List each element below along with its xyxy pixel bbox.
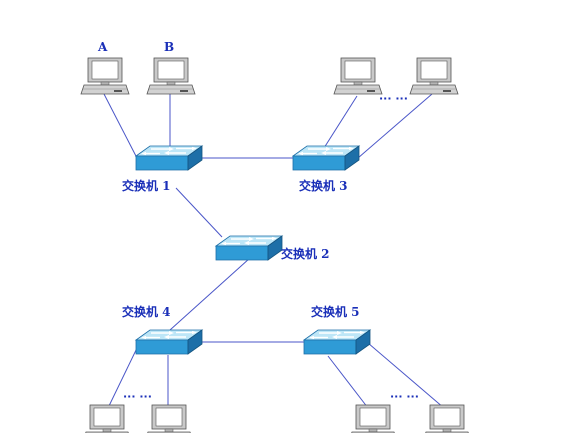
link-switch-4-pc-1 — [107, 345, 139, 409]
desktop-computer-icon — [146, 57, 196, 95]
switch-4-label: 交换机 4 — [122, 304, 171, 319]
network-switch-icon — [135, 145, 203, 171]
desktop-computer-icon — [80, 57, 130, 95]
desktop-computer-icon — [422, 404, 472, 433]
link-switch-1-switch-2 — [175, 187, 223, 238]
switch-3-ellipsis: ··· ··· — [379, 92, 408, 105]
switch-4 — [135, 329, 203, 355]
link-pc-a-switch-1 — [103, 93, 139, 161]
pc-switch-5-right — [422, 404, 472, 433]
switch-2-label: 交换机 2 — [281, 246, 330, 261]
switch-2 — [215, 235, 283, 261]
desktop-computer-icon — [333, 57, 383, 95]
pc-a-label: A — [97, 40, 108, 54]
switch-5-label: 交换机 5 — [311, 304, 360, 319]
switch-3-label: 交换机 3 — [299, 178, 348, 193]
network-switch-icon — [215, 235, 283, 261]
link-switch-2-switch-4 — [169, 257, 251, 331]
pc-switch-4-right — [144, 404, 194, 433]
network-switch-icon — [292, 145, 360, 171]
switch-5 — [303, 329, 371, 355]
switch-1-label: 交换机 1 — [122, 178, 171, 193]
pc-a — [80, 57, 130, 95]
pc-b-label: B — [164, 40, 174, 54]
link-switch-3-pc-2 — [357, 93, 433, 159]
pc-switch-4-left — [82, 404, 132, 433]
pc-switch-5-left — [348, 404, 398, 433]
switch-5-ellipsis: ··· ··· — [390, 390, 419, 403]
switch-1 — [135, 145, 203, 171]
pc-switch-3-left — [333, 57, 383, 95]
link-switch-5-pc-2 — [367, 342, 445, 409]
pc-switch-3-right — [409, 57, 459, 95]
link-switch-5-pc-1 — [327, 355, 369, 409]
desktop-computer-icon — [144, 404, 194, 433]
desktop-computer-icon — [82, 404, 132, 433]
links — [103, 93, 445, 409]
network-switch-icon — [135, 329, 203, 355]
desktop-computer-icon — [348, 404, 398, 433]
network-switch-icon — [303, 329, 371, 355]
desktop-computer-icon — [409, 57, 459, 95]
switch-4-ellipsis: ··· ··· — [123, 390, 152, 403]
pc-b — [146, 57, 196, 95]
link-switch-3-pc-1 — [323, 95, 358, 149]
switch-3 — [292, 145, 360, 171]
